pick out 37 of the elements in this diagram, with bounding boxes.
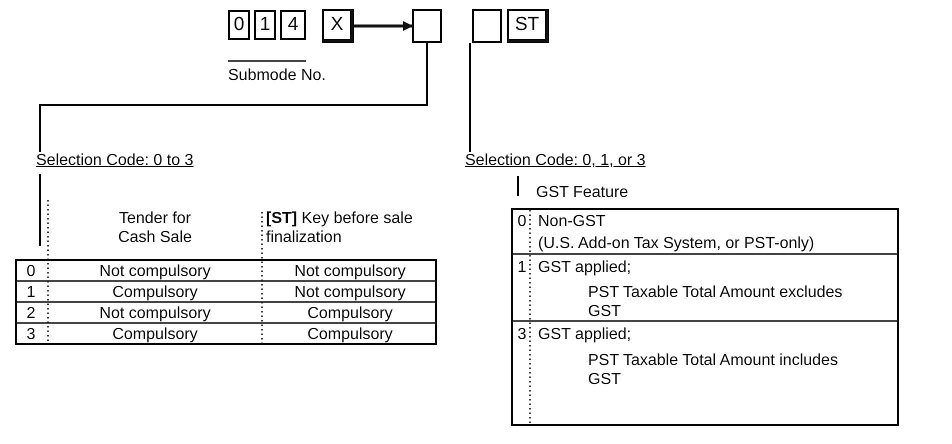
table-cell-text: 0 — [516, 212, 528, 231]
table-cell-text: 3 — [26, 325, 36, 344]
table-cell-text: 2 — [26, 304, 36, 323]
table-cell-text: GST applied; — [538, 258, 632, 277]
table-cell-text: 1 — [516, 258, 528, 277]
table-cell-text: Not compulsory — [98, 304, 212, 323]
table-cell-text: Compulsory — [306, 325, 394, 344]
key-button: 0 — [228, 10, 250, 40]
key-button: 4 — [280, 10, 306, 40]
arrow — [354, 21, 413, 31]
section-heading: Selection Code: 0, 1, or 3 — [465, 152, 646, 170]
table-cell-text: Not compulsory — [293, 262, 407, 281]
table-cell-text: Not compulsory — [98, 262, 212, 281]
empty-key-box — [412, 9, 442, 43]
leader-line — [39, 43, 428, 152]
column-header: Tender for Cash Sale — [117, 209, 193, 247]
table-cell-text: PST Taxable Total Amount excludes GST — [588, 283, 844, 321]
leader-line — [469, 43, 471, 152]
table-cell-text: (U.S. Add-on Tax System, or PST-only) — [538, 234, 816, 253]
table-cell-text: Compulsory — [306, 304, 394, 323]
table-cell-text: Compulsory — [111, 325, 199, 344]
empty-key-box — [472, 9, 502, 43]
table-cell-text: GST applied; — [538, 325, 632, 344]
key-button: 1 — [254, 10, 276, 40]
table-cell-text: 3 — [516, 325, 528, 344]
column-header: [ST] Key before sale finalization — [266, 209, 414, 247]
table-cell-text: PST Taxable Total Amount includes GST — [588, 351, 839, 389]
column-header: GST Feature — [536, 183, 628, 202]
section-heading: Selection Code: 0 to 3 — [36, 152, 194, 170]
key-button: X — [322, 9, 354, 43]
table-cell-text: Not compulsory — [293, 283, 407, 302]
table-cell-text: 1 — [26, 283, 36, 302]
table-cell-text: 0 — [26, 262, 36, 281]
table-cell-text: Compulsory — [111, 283, 199, 302]
table-cell-text: Non-GST — [538, 212, 607, 231]
key-button: ST — [507, 9, 549, 43]
caption-text: Submode No. — [228, 66, 326, 85]
